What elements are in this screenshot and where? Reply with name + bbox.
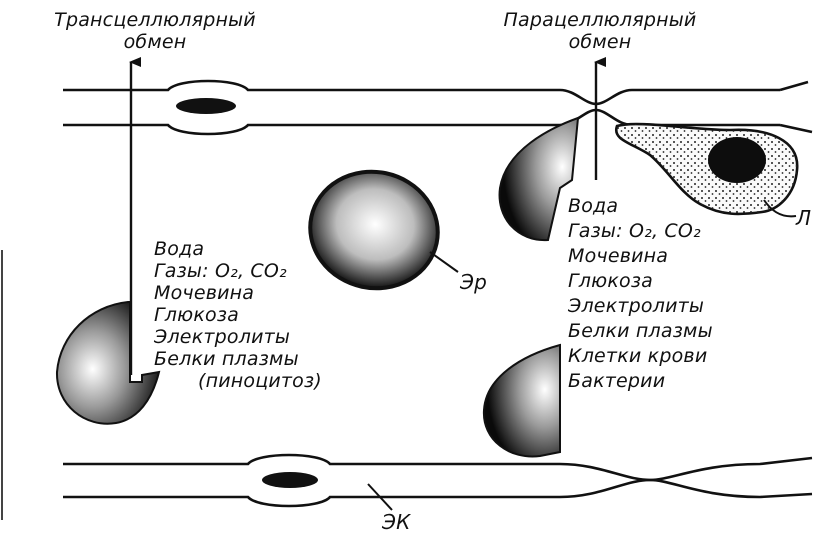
list-item: (пиноцитоз) <box>198 370 322 392</box>
list-item: Клетки крови <box>568 345 708 367</box>
endothelium-pointer <box>367 483 393 511</box>
list-item: Вода <box>154 238 205 260</box>
paracellular-substance-list: Вода Газы: O₂, CO₂ Мочевина Глюкоза Элек… <box>568 194 713 394</box>
paracellular-title: Парацеллюлярный обмен <box>503 9 697 53</box>
list-item: Мочевина <box>154 282 255 304</box>
endothelium-label: ЭК <box>382 510 411 534</box>
upper-vessel-wall <box>63 79 813 136</box>
list-item: Электролиты <box>154 326 291 348</box>
endothelial-nucleus-lower <box>262 472 318 488</box>
left-endothelial-cell <box>55 301 161 425</box>
transcellular-title: Трансцеллюлярный обмен <box>54 9 256 53</box>
lower-vessel-wall <box>63 453 813 508</box>
leukocyte-label: Л <box>796 206 812 230</box>
list-item: Газы: O₂, CO₂ <box>154 260 287 282</box>
list-item: Глюкоза <box>568 270 653 292</box>
list-item: Электролиты <box>568 295 705 317</box>
erythrocyte <box>308 169 459 291</box>
list-item: Глюкоза <box>154 304 239 326</box>
list-item: Мочевина <box>568 245 669 267</box>
erythrocyte-label: Эр <box>460 270 488 294</box>
list-item: Газы: O₂, CO₂ <box>568 220 701 242</box>
upper-right-endothelial-cell <box>498 116 580 242</box>
leukocyte <box>614 122 799 218</box>
endothelial-nucleus-upper <box>176 98 236 114</box>
list-item: Бактерии <box>568 370 666 392</box>
lower-right-endothelial-cell <box>482 343 561 458</box>
list-item: Вода <box>568 195 619 217</box>
list-item: Белки плазмы <box>568 320 713 342</box>
list-item: Белки плазмы <box>154 348 299 370</box>
transcellular-substance-list: Вода Газы: O₂, CO₂ Мочевина Глюкоза Элек… <box>154 238 322 392</box>
